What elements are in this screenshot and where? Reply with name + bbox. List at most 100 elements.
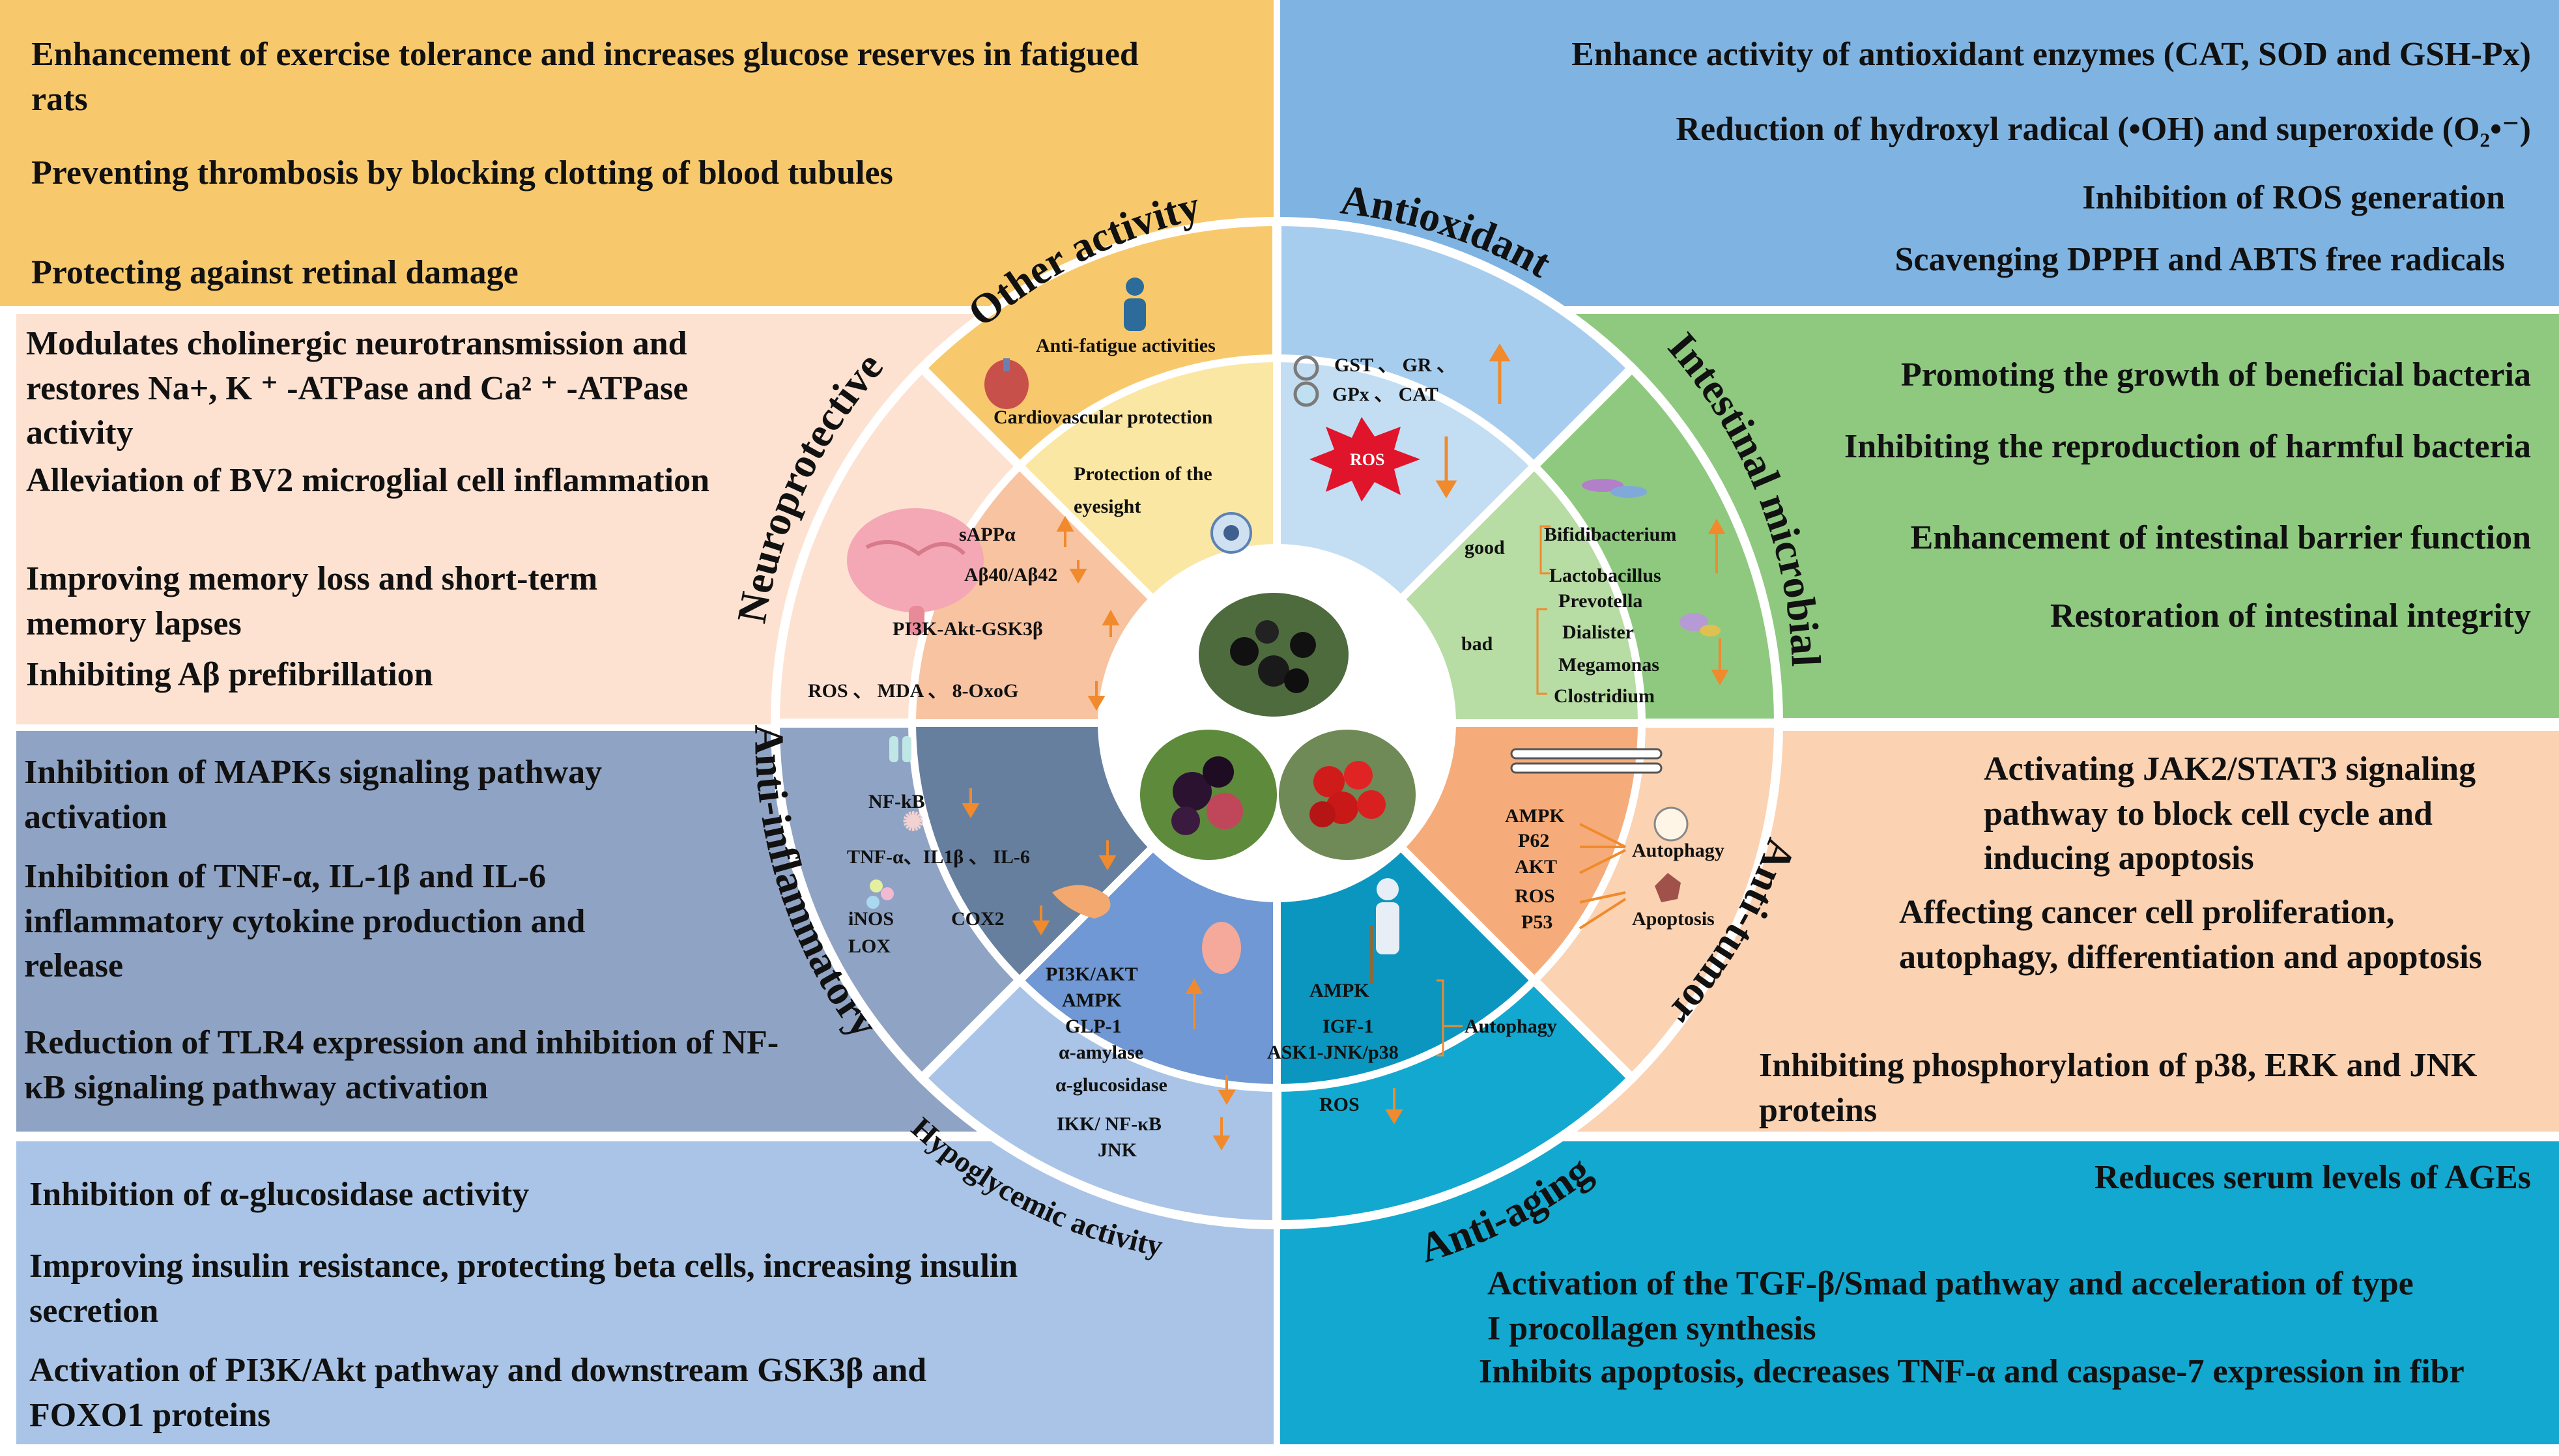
neuro-b: Aβ40/Aβ42 — [964, 564, 1057, 586]
other-inner: Anti-fatigue activities Cardiovascular p… — [984, 278, 1252, 554]
antiaging-autophagy: Autophagy — [1465, 1016, 1557, 1037]
antioxidant-inner-b: GPx 、 CAT — [1332, 384, 1438, 405]
antiinflam-e: LOX — [848, 935, 891, 957]
antitumor-m1: AMPK — [1505, 805, 1565, 827]
other-inner-eyesight-1: Protection of the — [1074, 463, 1212, 485]
elderly-person-icon — [1369, 878, 1399, 984]
antiinflam-b: TNF-α、IL1β 、 IL-6 — [847, 846, 1030, 868]
neuro-c: PI3K-Akt-GSK3β — [893, 618, 1043, 640]
down-arrow-icon — [1087, 681, 1106, 711]
hypoglycemic-item-2: Improving insulin resistance, protecting… — [29, 1248, 1018, 1330]
antiaging-a: AMPK — [1309, 980, 1369, 1001]
down-arrow-icon — [1098, 840, 1117, 870]
antiinflam-inner: NF-kB ✺ TNF-α、IL1β 、 IL-6 iNOS COX2 LOX — [847, 736, 1117, 957]
antiinflam-a: NF-kB — [868, 791, 925, 812]
antioxidant-item-3: Inhibition of ROS generation — [2082, 179, 2505, 216]
down-arrow-icon — [1069, 560, 1087, 584]
cell-icon — [1202, 922, 1241, 974]
up-arrow-icon — [1102, 609, 1120, 637]
panel-hypoglycemic: Inhibition of α-glucosidase activity Imp… — [16, 1141, 1274, 1444]
neuro-d: ROS 、 MDA 、 8-OxoG — [808, 680, 1018, 702]
up-arrow-icon — [1708, 518, 1726, 573]
panel-antioxidant: Enhance activity of antioxidant enzymes … — [1280, 0, 2559, 306]
antitumor-item-3: Inhibiting phosphorylation of p38, ERK a… — [1759, 1047, 2478, 1129]
membrane-icon — [1510, 748, 1663, 774]
down-arrow-icon — [1711, 638, 1729, 686]
antioxidant-item-4: Scavenging DPPH and ABTS free radicals — [1894, 241, 2505, 278]
antitumor-item-1: Activating JAK2/STAT3 signaling pathway … — [1984, 750, 2476, 878]
antiaging-item-2: Activation of the TGF-β/Smad pathway and… — [1487, 1265, 2414, 1347]
hypo-d: α-amylase — [1059, 1042, 1143, 1063]
intestinal-item-2: Inhibiting the reproduction of harmful b… — [1844, 428, 2531, 465]
hypo-c: GLP-1 — [1065, 1016, 1122, 1037]
bad-bacteria-3: Megamonas — [1558, 654, 1659, 676]
hypoglycemic-inner: PI3K/AKT AMPK GLP-1 α-amylase α-glucosid… — [1046, 885, 1241, 1161]
bad-bacteria-1: Prevotella — [1558, 590, 1642, 612]
intestinal-inner: good Bifidibacterium Lactobacillus bad P… — [1461, 479, 1729, 707]
up-arrow-icon — [1056, 515, 1074, 547]
hypoglycemic-item-1: Inhibition of α-glucosidase activity — [29, 1176, 530, 1213]
antiaging-b: IGF-1 — [1322, 1016, 1373, 1037]
antitumor-inner: AMPK P62 AKT ROS P53 Autophagy Apoptosis — [1505, 748, 1724, 933]
red-berry-image — [1279, 730, 1416, 860]
good-bacteria-1: Bifidibacterium — [1544, 524, 1676, 545]
intestinal-item-4: Restoration of intestinal integrity — [2050, 597, 2531, 635]
panel-anti-aging: Reduces serum levels of AGEs Activation … — [1280, 1141, 2559, 1444]
down-arrow-icon — [1385, 1088, 1403, 1124]
panel-other-activity: Enhancement of exercise tolerance and in… — [0, 0, 1274, 306]
antioxidant-item-2: Reduction of hydroxyl radical (•OH) and … — [1676, 111, 2531, 148]
neuro-item-1: Modulates cholinergic neurotransmission … — [26, 325, 689, 452]
other-item-1: Enhancement of exercise tolerance and in… — [31, 36, 1139, 118]
intestinal-item-3: Enhancement of intestinal barrier functi… — [1910, 519, 2531, 556]
good-bacteria-2: Lactobacillus — [1549, 565, 1661, 586]
intestinal-item-1: Promoting the growth of beneficial bacte… — [1900, 356, 2531, 393]
good-label: good — [1465, 537, 1505, 558]
goji-black-image — [1199, 593, 1349, 717]
pathway-arrows — [1579, 823, 1627, 930]
up-arrow-icon — [1489, 343, 1511, 404]
bad-label: bad — [1461, 633, 1493, 655]
antiinflam-c: iNOS — [848, 908, 894, 930]
antitumor-m4: ROS — [1515, 885, 1555, 907]
antiinflam-item-2: Inhibition of TNF-α, IL-1β and IL-6 infl… — [24, 858, 586, 985]
ros-burst-icon — [1309, 417, 1420, 502]
antitumor-apoptosis: Apoptosis — [1632, 908, 1715, 930]
antiinflam-item-3: Reduction of TLR4 expression and inhibit… — [24, 1024, 779, 1106]
eye-icon — [1210, 512, 1252, 554]
antitumor-m5: P53 — [1521, 911, 1552, 933]
down-arrow-icon — [1212, 1117, 1231, 1150]
down-arrow-icon — [1218, 1075, 1236, 1105]
other-inner-eyesight-2: eyesight — [1074, 496, 1141, 517]
bad-bacteria-2: Dialister — [1562, 621, 1634, 643]
antitumor-m3: AKT — [1515, 856, 1557, 878]
enzyme-icon — [1293, 355, 1319, 381]
other-item-3: Protecting against retinal damage — [31, 254, 519, 291]
hypoglycemic-item-3: Activation of PI3K/Akt pathway and downs… — [29, 1352, 927, 1434]
ros-label: ROS — [1350, 450, 1384, 469]
sparkle-icon: ✺ — [902, 807, 924, 836]
neuro-a: sAPPα — [959, 524, 1016, 545]
molecule-icon — [866, 879, 894, 909]
pancreas-icon — [1052, 885, 1111, 919]
other-inner-fatigue: Anti-fatigue activities — [1036, 335, 1216, 356]
antiaging-item-3: Inhibits apoptosis, decreases TNF-α and … — [1479, 1353, 2465, 1390]
antiaging-item-1: Reduces serum levels of AGEs — [2094, 1159, 2531, 1196]
hypo-a: PI3K/AKT — [1046, 964, 1138, 985]
microbe-icon — [1680, 613, 1721, 636]
brain-icon — [847, 508, 984, 635]
heart-icon — [984, 358, 1029, 409]
neuro-item-2: Alleviation of BV2 microglial cell infla… — [26, 462, 710, 499]
hypo-b: AMPK — [1062, 990, 1122, 1011]
receptor-icon — [889, 736, 911, 762]
antiaging-inner: AMPK IGF-1 ASK1-JNK/p38 Autophagy ROS — [1267, 878, 1557, 1124]
neuro-item-4: Inhibiting Aβ prefibrillation — [26, 656, 433, 693]
bacteria-icon — [1582, 479, 1647, 498]
antiinflam-item-1: Inhibition of MAPKs signaling pathway ac… — [24, 754, 603, 836]
neuro-inner: sAPPα Aβ40/Aβ42 PI3K-Akt-GSK3β ROS 、 MDA… — [808, 508, 1120, 711]
hypo-g: JNK — [1098, 1139, 1137, 1161]
blackberry-image — [1140, 730, 1277, 860]
running-person-icon — [1124, 278, 1146, 331]
hypo-e: α-glucosidase — [1055, 1074, 1167, 1096]
antiaging-c: ASK1-JNK/p38 — [1267, 1042, 1399, 1063]
